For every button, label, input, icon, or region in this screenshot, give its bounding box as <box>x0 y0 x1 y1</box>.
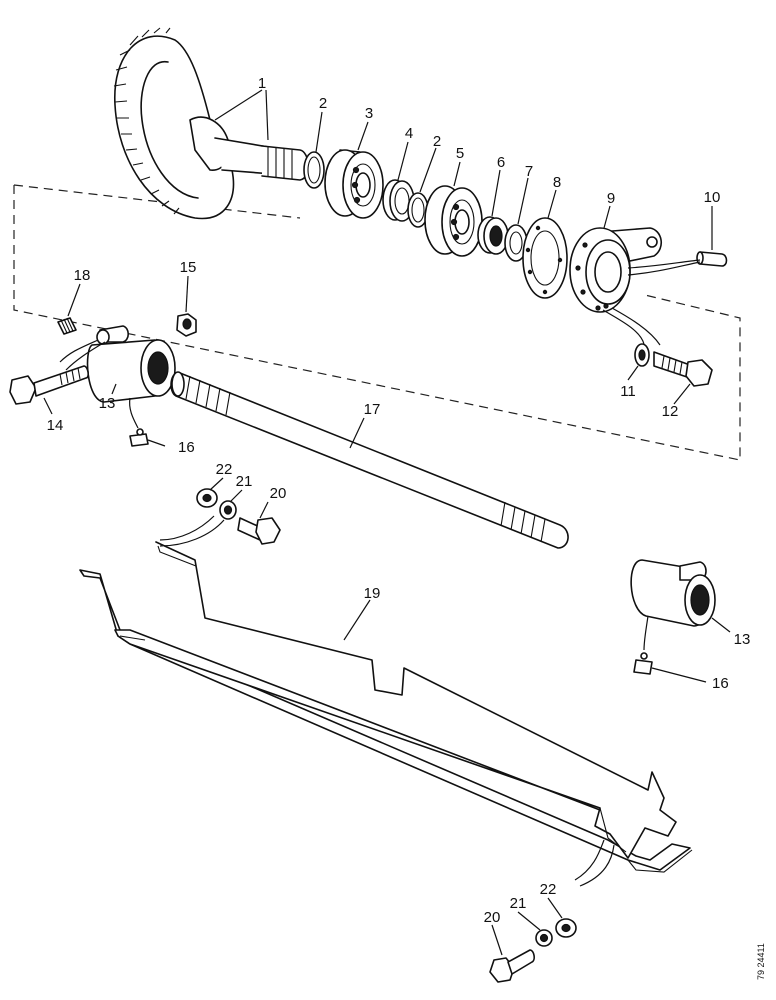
callout-16: 16 <box>178 439 195 456</box>
callout-16: 16 <box>712 675 729 692</box>
reference-code: 79 24411 <box>756 943 766 980</box>
nut-15 <box>176 313 197 337</box>
callout-13: 13 <box>734 631 751 648</box>
coupling-13-right <box>630 559 716 627</box>
callout-9: 9 <box>607 190 615 207</box>
callout-7: 7 <box>525 163 533 180</box>
bolt-12 <box>653 351 713 387</box>
bearing-5 <box>424 185 483 257</box>
snap-ring <box>303 151 325 189</box>
callout-3: 3 <box>365 105 373 122</box>
callout-6: 6 <box>497 154 505 171</box>
splined-shaft-17 <box>170 371 569 549</box>
channel-guard-19 <box>79 541 693 873</box>
callout-12: 12 <box>662 403 679 420</box>
gasket-8 <box>522 217 568 299</box>
bolt-14 <box>9 365 89 405</box>
bearing-3 <box>324 149 384 219</box>
crown-wheel-pinion <box>113 27 310 220</box>
assembly-boundary-top <box>13 184 301 219</box>
callout-20: 20 <box>484 909 501 926</box>
grease-nipple-16-right <box>633 652 653 675</box>
callout-leaders <box>43 89 731 956</box>
callout-4: 4 <box>405 125 413 142</box>
callout-labels: 1 2 3 4 2 5 6 7 8 9 10 18 15 11 12 14 13… <box>47 75 751 926</box>
bearing-housing-9 <box>569 227 662 313</box>
bolt-20-upper <box>237 517 281 545</box>
callout-14: 14 <box>47 417 64 434</box>
callout-15: 15 <box>180 259 197 276</box>
set-screw-18 <box>57 317 77 335</box>
coupling-13-left <box>86 325 176 403</box>
lock-washer-21-upper <box>219 500 237 520</box>
washer-22-upper <box>196 488 218 508</box>
lock-nut-6 <box>477 216 509 255</box>
callout-11: 11 <box>620 383 636 400</box>
callout-2: 2 <box>433 133 441 150</box>
callout-22: 22 <box>216 461 233 478</box>
lock-washer-21-lower <box>535 929 553 947</box>
callout-5: 5 <box>456 145 464 162</box>
callout-21: 21 <box>236 473 253 490</box>
callout-22: 22 <box>540 881 557 898</box>
callout-13: 13 <box>99 395 116 412</box>
assembly-boundary <box>13 185 741 461</box>
callout-19: 19 <box>364 585 381 602</box>
grease-nipple-16-left <box>129 428 149 447</box>
callout-17: 17 <box>364 401 381 418</box>
callout-18: 18 <box>74 267 91 284</box>
washer-11 <box>634 343 650 367</box>
callout-1: 1 <box>258 75 266 92</box>
callout-20: 20 <box>270 485 287 502</box>
callout-8: 8 <box>553 174 561 191</box>
callout-2: 2 <box>319 95 327 112</box>
dowel-pin-10 <box>696 251 728 267</box>
callout-21: 21 <box>510 895 527 912</box>
callout-10: 10 <box>704 189 721 206</box>
washer-22-lower <box>555 918 577 938</box>
bolt-20-lower <box>489 949 535 983</box>
